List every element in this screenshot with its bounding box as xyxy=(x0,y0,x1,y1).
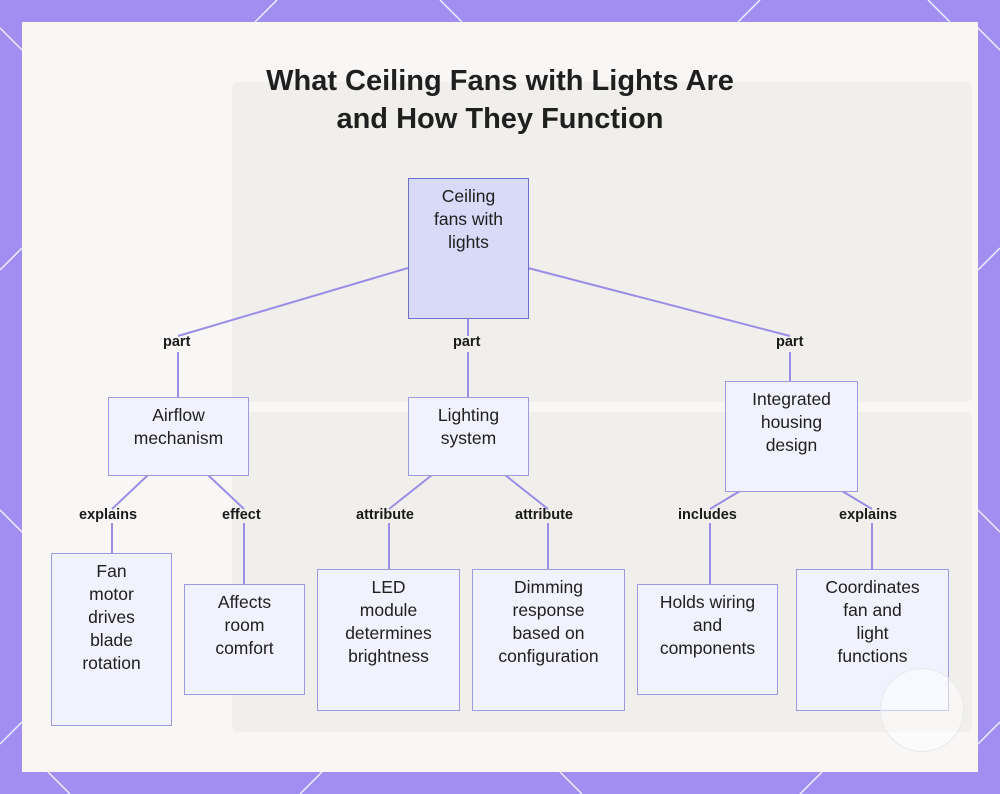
node-affects-room-comfort: Affects room comfort xyxy=(184,584,305,695)
node-fan-motor: Fan motor drives blade rotation xyxy=(51,553,172,726)
edge-housing-wiring xyxy=(709,490,741,584)
node-line: and xyxy=(692,615,723,635)
node-line: LED xyxy=(371,577,406,597)
node-line: Holds wiring xyxy=(659,592,756,612)
node-line: comfort xyxy=(215,638,274,658)
node-integrated-housing-design: Integrated housing design xyxy=(725,381,858,492)
node-line: motor xyxy=(89,584,134,604)
edge-housing-coordinates xyxy=(841,490,873,569)
title-line-2: and How They Function xyxy=(336,103,664,135)
node-line: rotation xyxy=(82,653,141,673)
node-line: Integrated xyxy=(752,389,831,409)
node-line: module xyxy=(359,600,418,620)
node-line: Ceiling xyxy=(441,186,496,206)
edge-label: part xyxy=(163,334,191,350)
edge-label: attribute xyxy=(515,507,573,523)
node-holds-wiring: Holds wiring and components xyxy=(637,584,778,695)
edge-label: part xyxy=(453,334,481,350)
node-line: light xyxy=(856,623,889,643)
edge-root-airflow xyxy=(177,267,409,397)
node-line: lights xyxy=(448,232,489,252)
title-line-1: What Ceiling Fans with Lights Are xyxy=(266,65,734,97)
node-line: components xyxy=(659,638,756,658)
node-line: Lighting xyxy=(437,405,500,425)
node-line: Coordinates xyxy=(825,577,920,597)
node-line: Dimming xyxy=(513,577,584,597)
node-line: fans with xyxy=(433,209,504,229)
node-line: design xyxy=(765,435,818,455)
background-card xyxy=(232,82,972,402)
node-line: functions xyxy=(837,646,908,666)
node-lighting-system: Lighting system xyxy=(408,397,529,476)
watermark-badge xyxy=(880,668,964,752)
node-line: drives xyxy=(88,607,135,627)
edge-airflow-motor xyxy=(111,474,149,553)
node-line: Airflow xyxy=(152,405,205,425)
node-line: brightness xyxy=(348,646,429,666)
diagram-title: What Ceiling Fans with Lights Are and Ho… xyxy=(200,62,800,138)
node-dimming-response: Dimming response based on configuration xyxy=(472,569,625,711)
node-line: room xyxy=(224,615,265,635)
edge-label: includes xyxy=(678,507,737,523)
edge-label: explains xyxy=(839,507,898,523)
edge-root-housing xyxy=(527,267,791,381)
node-line: configuration xyxy=(498,646,599,666)
edge-label: attribute xyxy=(356,507,414,523)
node-line: Affects xyxy=(217,592,272,612)
node-line: Fan xyxy=(96,561,127,581)
edge-label: part xyxy=(776,334,804,350)
node-ceiling-fans-with-lights: Ceiling fans with lights xyxy=(408,178,529,319)
node-led-module: LED module determines brightness xyxy=(317,569,460,711)
node-line: based on xyxy=(512,623,585,643)
node-line: response xyxy=(512,600,585,620)
edge-lighting-dimming xyxy=(504,474,549,569)
edge-label: effect xyxy=(222,507,261,523)
node-line: mechanism xyxy=(133,428,224,448)
node-airflow-mechanism: Airflow mechanism xyxy=(108,397,249,476)
edge-airflow-comfort xyxy=(207,474,245,584)
node-line: blade xyxy=(90,630,133,650)
edge-label: explains xyxy=(79,507,138,523)
node-line: fan and xyxy=(843,600,902,620)
node-line: determines xyxy=(345,623,432,643)
node-line: system xyxy=(440,428,497,448)
node-line: housing xyxy=(760,412,823,432)
edge-lighting-led xyxy=(388,474,433,569)
